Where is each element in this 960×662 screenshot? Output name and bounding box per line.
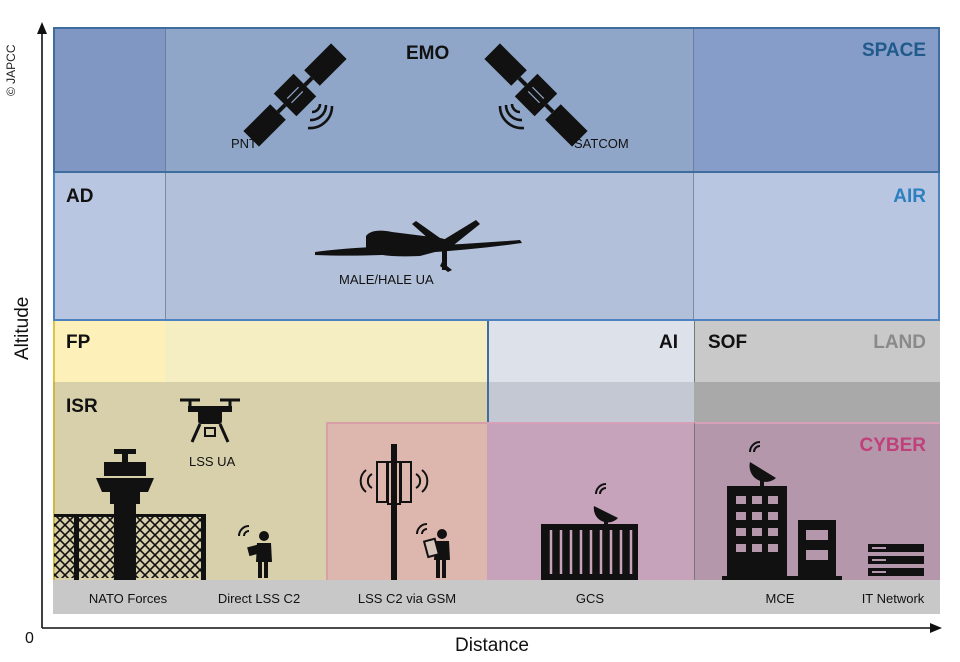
signal-waves-operator-gsm-icon [416, 523, 428, 535]
emo-divider [165, 29, 166, 171]
sof-band [694, 321, 940, 382]
fp-band-left [55, 321, 165, 382]
space-band-right [694, 29, 938, 171]
bottom-label-lss-c2-via-gsm: LSS C2 via GSM [357, 591, 457, 606]
domain-cyber-label: CYBER [859, 435, 926, 456]
role-ai-label: AI [659, 332, 678, 353]
mce-dish-icon [749, 441, 776, 486]
it-network-server-icon [868, 544, 924, 576]
gsm-tower-icon [376, 444, 412, 580]
domain-air-label: AIR [893, 186, 926, 207]
air-band-left [55, 173, 166, 319]
emo-divider-right [693, 29, 694, 171]
axis-origin: 0 [25, 630, 34, 647]
operator-gsm-icon [422, 529, 450, 578]
space-band-left [55, 29, 166, 171]
signal-waves-direct-icon [238, 525, 250, 537]
signal-waves-gsm-icon [359, 469, 429, 493]
role-isr-label: ISR [66, 396, 98, 417]
air-divider [165, 173, 166, 319]
ai-lower-band [487, 382, 694, 422]
y-axis [37, 22, 47, 628]
operator-direct-icon [247, 531, 272, 578]
bottom-label-strip [53, 580, 940, 614]
gcs-dish-icon [593, 483, 618, 524]
bottom-label-mce: MCE [765, 591, 795, 606]
air-divider-right [693, 173, 694, 319]
role-fp-label: FP [66, 332, 91, 353]
y-axis-title: Altitude [12, 296, 33, 360]
asset-satcom-label: SATCOM [574, 136, 629, 151]
sof-lower-band [694, 382, 940, 422]
x-axis [42, 623, 942, 633]
bottom-label-gcs: GCS [575, 591, 605, 606]
signal-waves-satcom-icon [498, 103, 525, 130]
copyright-notice: © JAPCC [4, 44, 18, 96]
satellite-pnt-icon [243, 43, 347, 147]
bottom-label-direct-lss-c2: Direct LSS C2 [217, 591, 301, 606]
domain-space-label: SPACE [861, 40, 926, 61]
bottom-label-nato-forces: NATO Forces [88, 591, 168, 606]
asset-pnt-label: PNT [231, 136, 257, 151]
signal-waves-pnt-icon [307, 103, 334, 130]
fence-icon [54, 514, 206, 580]
asset-lss-ua-label: LSS UA [189, 454, 236, 469]
air-band-right [694, 173, 938, 319]
role-sof-label: SOF [708, 332, 748, 353]
domain-land-label: LAND [873, 332, 926, 353]
lss-ua-quadcopter-icon [180, 398, 240, 443]
gcs-container-icon [541, 524, 638, 580]
satellite-satcom-icon [484, 43, 588, 147]
x-axis-title: Distance [455, 635, 529, 656]
asset-male-hale-label: MALE/HALE UA [339, 272, 434, 287]
role-ad-label: AD [66, 186, 94, 207]
ai-band [487, 321, 694, 382]
mce-building-icon [722, 486, 842, 580]
bottom-label-it-network: IT Network [861, 591, 925, 606]
role-emo-label: EMO [406, 43, 450, 64]
male-hale-drone-icon [315, 220, 522, 272]
